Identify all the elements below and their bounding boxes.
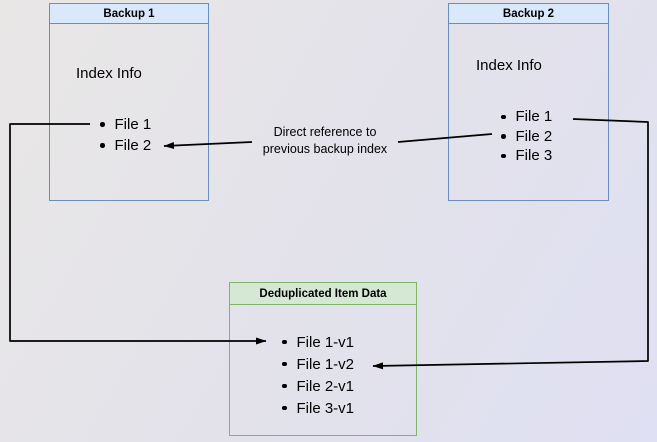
bullet-icon [501,153,506,158]
file-label: File 1-v1 [296,333,355,351]
backup1-box: Backup 1 Index Info File 1 File 2 [49,3,209,201]
dedup-box: Deduplicated Item Data File 1-v1 File 1-… [229,282,417,436]
list-item: File 2 [100,135,151,156]
list-item: File 2-v1 [282,375,354,397]
file-label: File 2 [515,127,553,145]
backup1-index-info-label: Index Info [76,65,142,82]
annotation-line2: previous backup index [262,142,388,156]
direct-reference-annotation: Direct reference to previous backup inde… [240,124,410,158]
file-label: File 1 [515,108,553,126]
file-label: File 3-v1 [296,399,355,417]
file-label: File 1 [114,116,152,133]
list-item: File 2 [501,127,552,147]
list-item: File 1-v1 [282,331,354,353]
file-label: File 2-v1 [296,377,355,395]
dedup-title: Deduplicated Item Data [230,283,416,305]
list-item: File 1-v2 [282,353,354,375]
backup2-file-list: File 1 File 2 File 3 [501,107,552,166]
bullet-icon [282,383,287,389]
bullet-icon [282,361,287,367]
bullet-icon [501,114,506,119]
list-item: File 1 [100,114,151,135]
backup1-file-list: File 1 File 2 [100,114,151,156]
annotation-line1: Direct reference to [273,125,377,139]
backup2-index-info-label: Index Info [476,57,542,74]
list-item: File 3 [501,146,552,166]
bullet-icon [100,122,105,127]
bullet-icon [282,405,287,411]
backup1-title: Backup 1 [50,4,208,24]
bullet-icon [100,143,105,148]
dedup-file-list: File 1-v1 File 1-v2 File 2-v1 File 3-v1 [282,331,354,419]
bullet-icon [282,339,287,345]
backup2-title: Backup 2 [449,4,608,24]
file-label: File 3 [515,147,553,165]
file-label: File 1-v2 [296,355,355,373]
list-item: File 1 [501,107,552,127]
backup2-box: Backup 2 Index Info File 1 File 2 File 3 [448,3,609,201]
bullet-icon [501,134,506,139]
list-item: File 3-v1 [282,397,354,419]
file-label: File 2 [114,137,152,154]
